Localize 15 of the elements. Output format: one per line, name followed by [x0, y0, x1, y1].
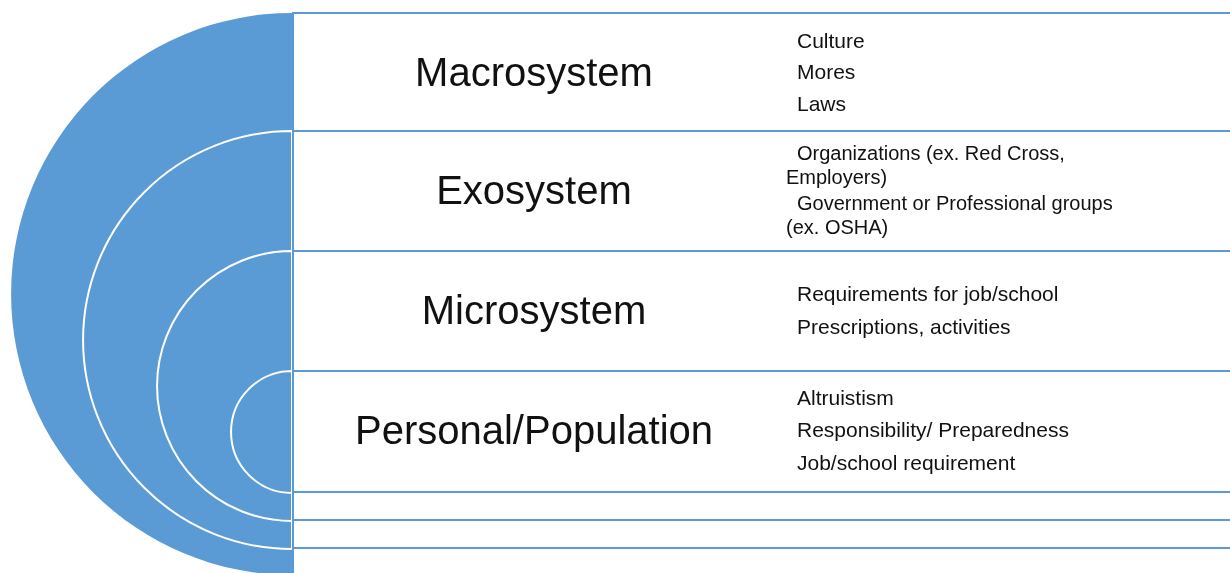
system-band — [292, 12, 1230, 132]
factor-text: Mores — [796, 59, 857, 85]
factor-text: Job/school requirement — [796, 449, 1017, 475]
factor-text: Culture — [796, 28, 866, 54]
factor-text: Organizations (ex. Red Cross, Employers) — [786, 141, 1066, 189]
factor-text: Responsibility/ Preparedness — [796, 417, 1070, 443]
factor-text: Altruistism — [796, 385, 895, 411]
system-title: Microsystem — [420, 286, 648, 334]
factor-text: Government or Professional groups (ex. OSHA) — [786, 191, 1114, 239]
system-title: Exosystem — [435, 166, 633, 214]
factor-text: Laws — [796, 90, 848, 116]
system-title: Macrosystem — [414, 48, 654, 96]
factor-text: Requirements for job/school — [796, 280, 1060, 306]
factor-text: Prescriptions, activities — [796, 314, 1012, 340]
system-title: Personal/Population — [354, 406, 714, 454]
